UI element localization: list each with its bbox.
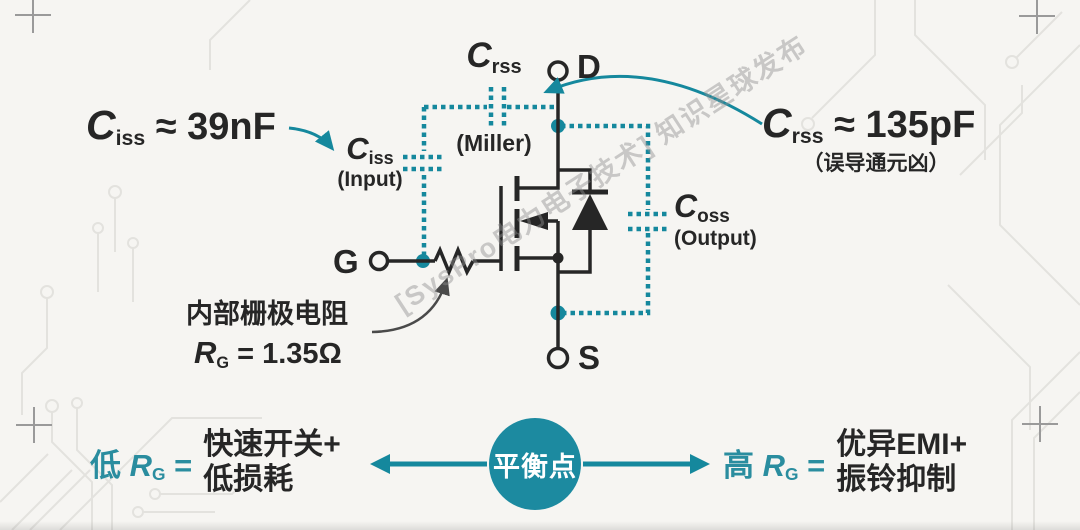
body-arrow	[520, 212, 548, 230]
low-rg-term: 低 RG =	[90, 447, 193, 485]
coss-cap-label: Coss (Output)	[674, 188, 757, 250]
rg-callout: 内部栅极电阻 RG = 1.35Ω	[186, 292, 348, 372]
crss-value: ≈ 135pF	[823, 104, 976, 146]
balance-point-label: 平衡点	[493, 451, 577, 482]
source-terminal-label: S	[578, 339, 601, 376]
body-diode-bottom-wire	[558, 230, 592, 274]
tradeoff-axis-arrows	[370, 454, 710, 474]
high-rg-term: 高 RG =	[723, 447, 826, 485]
crss-role-label: (Miller)	[456, 130, 532, 156]
ciss-value: ≈ 39nF	[145, 106, 276, 148]
crss-symbol: C	[762, 100, 792, 146]
body-diode-top-wire	[558, 168, 592, 192]
high-rg-tradeoff: 高 RG = 优异EMI+ 振铃抑制	[723, 423, 967, 501]
source-terminal-circle	[546, 346, 570, 370]
crss-value-callout: Crss ≈ 135pF	[762, 100, 976, 148]
high-rg-benefits: 优异EMI+ 振铃抑制	[836, 428, 968, 496]
coss-branch-bottom	[561, 233, 651, 316]
low-rg-tradeoff: 低 RG = 快速开关+ 低损耗	[90, 423, 341, 501]
coss-role: (Output)	[674, 226, 757, 250]
rg-title: 内部栅极电阻	[186, 299, 348, 329]
mosfet-circuit	[368, 60, 608, 370]
gate-resistor-symbol	[433, 245, 475, 277]
right-arrowhead	[690, 454, 710, 474]
ciss-role: (Input)	[337, 167, 403, 191]
crss-cap-label: Crss	[466, 36, 522, 78]
drain-terminal-circle	[547, 60, 569, 82]
gate-terminal-circle	[368, 250, 390, 272]
ciss-cap-label: Ciss (Input)	[326, 132, 414, 191]
source-junction-dot	[552, 252, 564, 264]
rg-callout-arrow	[371, 277, 450, 334]
gate-terminal-label: G	[333, 243, 359, 280]
coss-branch-top	[561, 123, 651, 210]
low-rg-benefits: 快速开关+ 低损耗	[203, 428, 341, 496]
ciss-value-callout: Ciss ≈ 39nF	[86, 102, 276, 150]
bottom-edge-shade	[0, 521, 1080, 530]
drain-wire	[517, 80, 560, 190]
ciss-callout-arrow	[288, 126, 335, 151]
corner-cross-marks	[15, 0, 1058, 443]
rg-value-line: RG = 1.35Ω	[194, 335, 342, 372]
drain-terminal-label: D	[577, 48, 601, 85]
crss-note: （误导通元凶）	[802, 152, 950, 175]
rg-value: = 1.35Ω	[229, 338, 342, 370]
crss-callout-arrow	[543, 74, 763, 126]
ciss-symbol: C	[86, 102, 116, 148]
left-arrowhead	[370, 454, 390, 474]
parasitic-capacitance-dotted-network	[403, 87, 668, 321]
body-diode-triangle	[572, 194, 608, 230]
balance-point-badge: 平衡点	[489, 418, 581, 510]
callout-arrows	[288, 74, 763, 334]
